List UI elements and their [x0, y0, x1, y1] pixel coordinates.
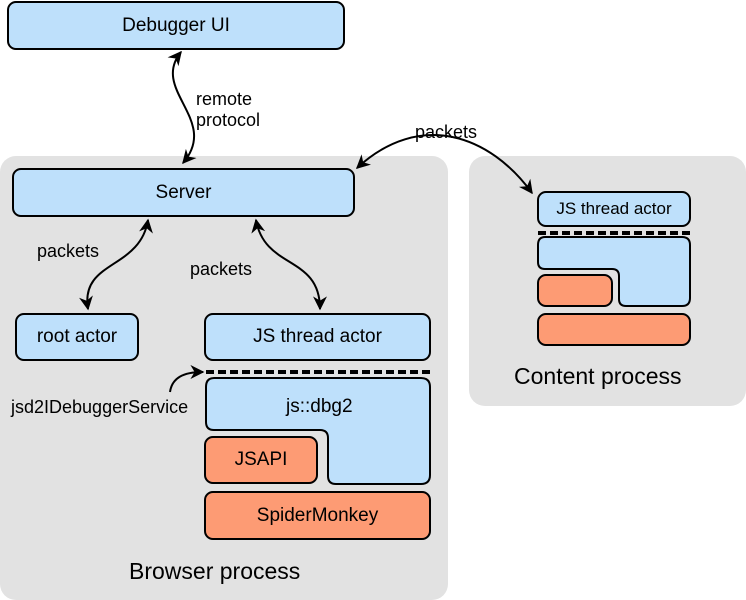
arrow-remote-protocol [167, 50, 197, 165]
content-jsapi-box [537, 274, 613, 307]
browser-process-label: Browser process [129, 558, 301, 584]
content-js-thread-actor-label: JS thread actor [556, 199, 672, 218]
remote-protocol-line-2: protocol [196, 110, 261, 130]
packets-label-thread: packets [190, 259, 253, 279]
arrow-server-thread [251, 218, 327, 311]
packets-label-content: packets [415, 122, 478, 142]
remote-protocol-line-1: remote [196, 89, 253, 109]
server-label: Server [155, 181, 212, 203]
interface-separator [206, 370, 430, 374]
arrow-server-content [355, 134, 533, 195]
content-js-thread-actor-box: JS thread actor [537, 191, 691, 227]
jsapi-box: JSAPI [204, 436, 318, 484]
js-thread-actor-box: JS thread actor [204, 313, 431, 361]
spidermonkey-box: SpiderMonkey [204, 491, 431, 540]
server-box: Server [12, 168, 355, 217]
root-actor-box: root actor [15, 313, 139, 361]
jsd2-service-label: jsd2IDebuggerService [11, 397, 189, 417]
debugger-ui-box: Debugger UI [7, 1, 345, 50]
arrow-jsd2-service [169, 365, 205, 393]
arrow-server-root [79, 218, 153, 311]
js-dbg2-block [205, 377, 431, 485]
content-dbg2-block [537, 236, 691, 307]
content-spidermonkey-box [537, 313, 691, 346]
spidermonkey-label: SpiderMonkey [256, 504, 379, 526]
root-actor-label: root actor [36, 326, 118, 347]
content-interface-separator [538, 231, 690, 235]
js-dbg2-label: js::dbg2 [286, 396, 353, 417]
jsapi-label: JSAPI [234, 449, 288, 470]
remote-protocol-label: remote protocol [196, 89, 260, 131]
js-thread-actor-label: JS thread actor [253, 326, 382, 347]
debugger-ui-label: Debugger UI [122, 14, 230, 36]
content-process-label: Content process [514, 363, 682, 389]
